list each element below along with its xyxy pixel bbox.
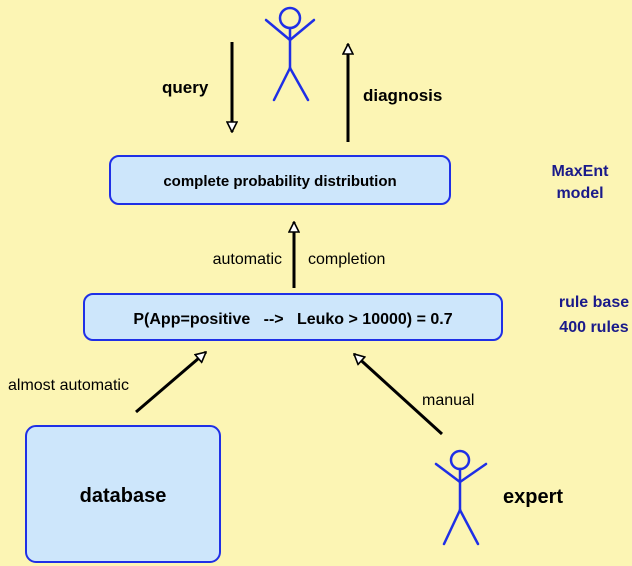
maxent-model-label: model — [556, 185, 603, 202]
manual-label: manual — [422, 392, 474, 409]
stick-figure-user-icon — [264, 6, 316, 102]
query-label: query — [162, 78, 209, 97]
rule-label: P(App=positive --> Leuko > 10000) = 0.7 — [133, 311, 452, 328]
rule-base-label: rule base — [559, 294, 629, 311]
maxent-label: MaxEnt — [552, 163, 610, 180]
rule-box — [83, 293, 503, 341]
stick-figure-expert-icon — [434, 449, 488, 546]
almost-automatic-label: almost automatic — [8, 377, 129, 394]
almost-automatic-arrow — [135, 352, 206, 414]
probability-distribution-box — [109, 155, 451, 205]
database-box — [25, 425, 221, 563]
completion-label: completion — [308, 251, 385, 268]
diagnosis-label: diagnosis — [363, 86, 442, 105]
rule-count-label: 400 rules — [559, 319, 628, 336]
expert-label: expert — [503, 486, 563, 508]
database-label: database — [80, 485, 167, 507]
automatic-label: automatic — [213, 251, 282, 268]
manual-arrow — [354, 354, 444, 436]
probability-distribution-label: complete probability distribution — [163, 173, 396, 190]
